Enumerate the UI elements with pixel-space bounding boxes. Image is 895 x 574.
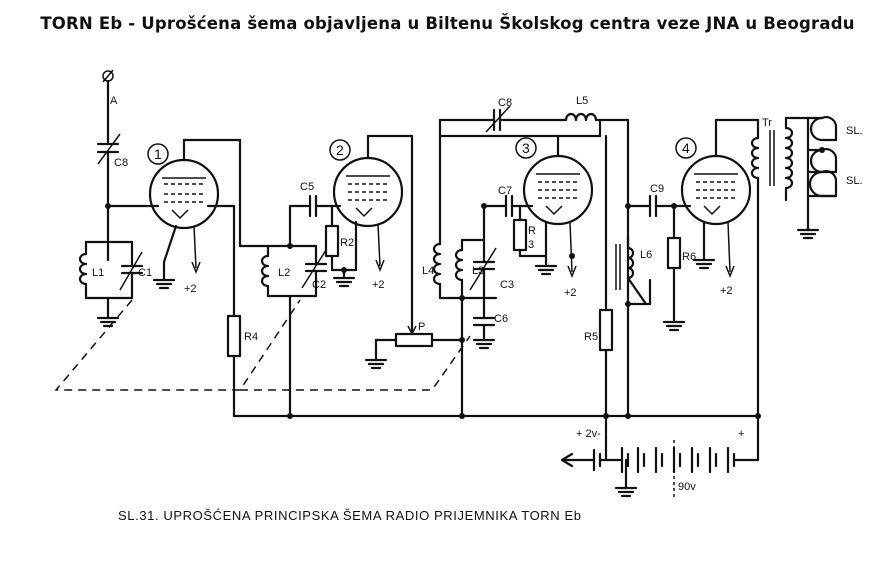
label-r3-a: R: [528, 225, 536, 237]
label-battery-minus: + 2v-: [576, 428, 601, 440]
label-c8-feedback: C8: [498, 97, 512, 109]
label-plus2-tube1: +2: [184, 283, 197, 295]
battery: [560, 414, 760, 500]
label-tr: Tr: [762, 117, 772, 129]
capacitor-c6: [472, 296, 496, 350]
label-c7: C7: [498, 185, 512, 197]
capacitor-c5: [288, 194, 342, 248]
label-c8-antenna: C8: [114, 157, 128, 169]
resistor-r6: [662, 203, 686, 332]
antenna: [102, 69, 114, 144]
resistor-r3: [512, 204, 528, 258]
coil-l2: [238, 243, 318, 298]
tube-number-1: 1: [154, 146, 162, 162]
figure-caption: SL.31. UPROŠĆENA PRINCIPSKA ŠEMA RADIO P…: [118, 508, 582, 523]
tube-3: [438, 118, 602, 279]
ganged-tuning-link: [54, 299, 471, 391]
label-l2: L2: [278, 267, 290, 279]
capacitor-c8-feedback: [438, 105, 568, 133]
label-r2: R2: [340, 237, 354, 249]
label-l1: L1: [92, 267, 104, 279]
coil-l6: [615, 234, 652, 307]
page-title: TORN Eb - Uprošćena šema objavljena u Bi…: [40, 14, 855, 33]
label-r4: R4: [244, 331, 258, 343]
capacitor-c3: [469, 204, 497, 300]
headphones-sl: [784, 116, 838, 240]
tube-2: [329, 134, 414, 322]
label-c1: C1: [138, 267, 152, 279]
label-l6: L6: [640, 249, 652, 261]
label-sl-1: SL.: [846, 125, 863, 137]
label-battery-90v: 90v: [678, 481, 696, 493]
label-r6: R6: [682, 251, 696, 263]
tube-number-2: 2: [336, 142, 344, 158]
supply-bus: [232, 413, 761, 419]
capacitor-c1: [119, 240, 144, 300]
choke-l5: [564, 112, 630, 418]
resistor-r4: [226, 204, 242, 418]
label-p: P: [418, 321, 425, 333]
label-plus2-tube3: +2: [564, 287, 577, 299]
capacitor-c2: [301, 244, 328, 298]
label-l4: L4: [422, 265, 434, 277]
label-c6: C6: [494, 313, 508, 325]
label-sl-2: SL.: [846, 175, 863, 187]
label-plus2-tube2: +2: [372, 279, 385, 291]
label-c9: C9: [650, 183, 664, 195]
tube-number-4: 4: [682, 140, 690, 156]
label-battery-plus: +: [738, 428, 744, 440]
label-r5: R5: [584, 331, 598, 343]
label-c5: C5: [300, 181, 314, 193]
capacitor-c9: [625, 194, 692, 218]
resistor-r2: [324, 204, 358, 288]
tube-4: [675, 118, 760, 279]
ground-l1: [96, 296, 120, 328]
tube-1: [147, 138, 242, 290]
label-plus2-tube4: +2: [720, 285, 733, 297]
resistor-r5: [598, 134, 614, 418]
potentiometer-p: [364, 318, 464, 370]
coil-l1: [78, 240, 134, 300]
capacitor-c7: [481, 194, 534, 218]
label-l3: L3: [472, 265, 484, 277]
transformer-tr: [750, 116, 794, 418]
label-antenna: A: [110, 95, 118, 107]
label-l5: L5: [576, 95, 588, 107]
label-c3: C3: [500, 279, 514, 291]
label-r3-b: 3: [528, 239, 534, 251]
tube-number-3: 3: [522, 140, 530, 156]
coil-l4: [432, 118, 464, 300]
label-c2: C2: [312, 279, 326, 291]
